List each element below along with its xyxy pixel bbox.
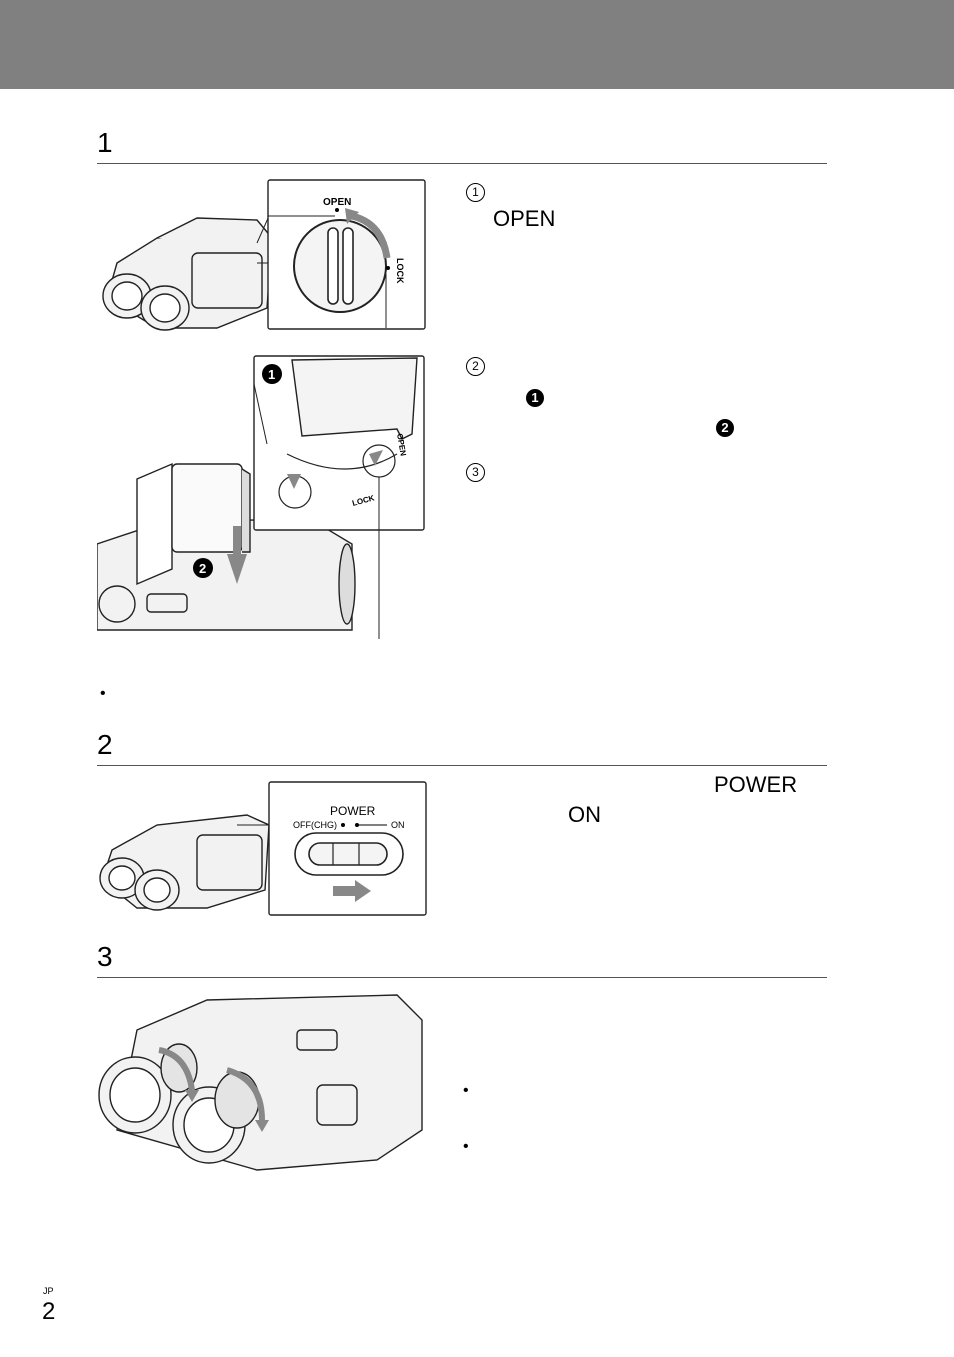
header-bar bbox=[0, 0, 954, 89]
open-text: OPEN bbox=[493, 206, 556, 231]
footer-page-number: 2 bbox=[42, 1298, 56, 1325]
section-rule-3 bbox=[97, 977, 827, 978]
figure-badge-2: 2 bbox=[199, 561, 206, 576]
figure-off-label: OFF(CHG) bbox=[293, 820, 337, 830]
figure2-open-label: OPEN bbox=[395, 433, 408, 457]
section-rule-2 bbox=[97, 765, 827, 766]
section-number-2: 2 bbox=[97, 729, 113, 760]
step3-bullet-1: • bbox=[463, 1082, 469, 1099]
eyepiece-figure bbox=[98, 994, 423, 1171]
section-number-3: 3 bbox=[97, 941, 113, 972]
section-rule-1 bbox=[97, 163, 827, 164]
footer-language: JP bbox=[43, 1286, 54, 1296]
battery-insert-figure: OPEN LOCK 1 2 bbox=[97, 355, 425, 639]
badge-2: 2 bbox=[716, 419, 734, 437]
power-switch-figure: POWER OFF(CHG) ON bbox=[99, 781, 427, 916]
figure-badge-1-bg bbox=[262, 364, 282, 384]
step3-bullet-2: • bbox=[463, 1138, 469, 1155]
section-number-1: 1 bbox=[97, 127, 113, 158]
figure-badge-2-bg bbox=[193, 558, 213, 578]
figure-lock-label: LOCK bbox=[395, 258, 405, 284]
step-mark-1: 1 bbox=[466, 183, 485, 202]
figure-badge-1: 1 bbox=[268, 367, 275, 382]
figure-power-label: POWER bbox=[330, 804, 376, 818]
step-mark-3: 3 bbox=[466, 463, 485, 482]
badge-1: 1 bbox=[526, 389, 544, 407]
on-text: ON bbox=[568, 802, 601, 827]
battery-lid-figure: OPEN LOCK bbox=[102, 179, 426, 331]
figure-on-label: ON bbox=[391, 820, 405, 830]
note-bullet: • bbox=[100, 685, 106, 702]
figure-open-label: OPEN bbox=[323, 197, 351, 208]
power-text: POWER bbox=[714, 772, 798, 797]
step-mark-2: 2 bbox=[466, 357, 485, 376]
